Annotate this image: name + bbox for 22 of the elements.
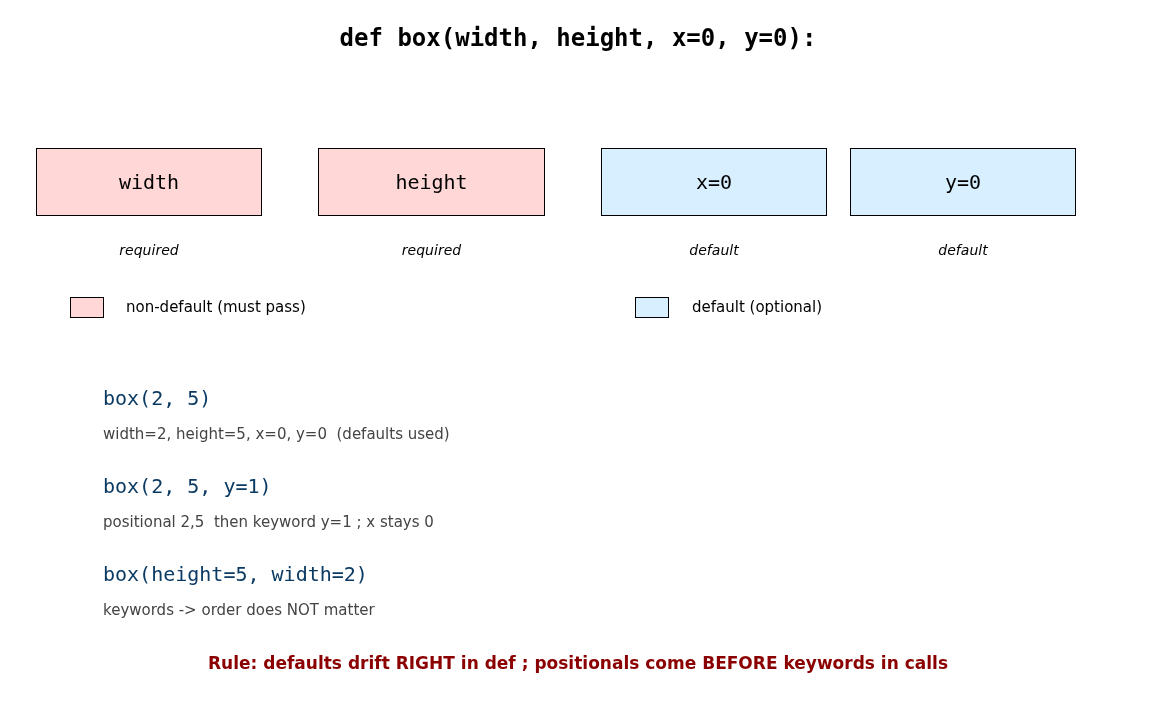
explanation-text: positional 2,5 then keyword y=1 ; x stays 0 [103,513,434,531]
parameter-box [850,148,1076,216]
title-text: def box(width, height, x=0, y=0): [339,24,817,53]
parameter-box [601,148,827,216]
parameter-name: x=0 [695,170,733,194]
code-example: box(2, 5) [103,386,212,410]
rule-note: Rule: defaults drift RIGHT in def ; positionals come BEFORE keywords in calls [207,653,949,674]
parameter-name: y=0 [944,170,982,194]
parameter-note: required [119,242,179,259]
parameter-box [36,148,262,216]
parameter-note: required [401,242,462,259]
parameter-name: width [118,170,180,194]
parameter-note: default [689,242,739,259]
explanation-text: keywords -> order does NOT matter [103,601,375,619]
code-example: box(height=5, width=2) [103,562,368,586]
explanation-text: width=2, height=5, x=0, y=0 (defaults used) [103,425,450,443]
parameter-note: default [938,242,988,259]
code-example: box(2, 5, y=1) [103,474,272,498]
parameter-box [318,148,545,216]
legend-label: non-default (must pass) [126,298,306,316]
legend-label: default (optional) [692,298,823,316]
parameter-name: height [395,170,468,194]
